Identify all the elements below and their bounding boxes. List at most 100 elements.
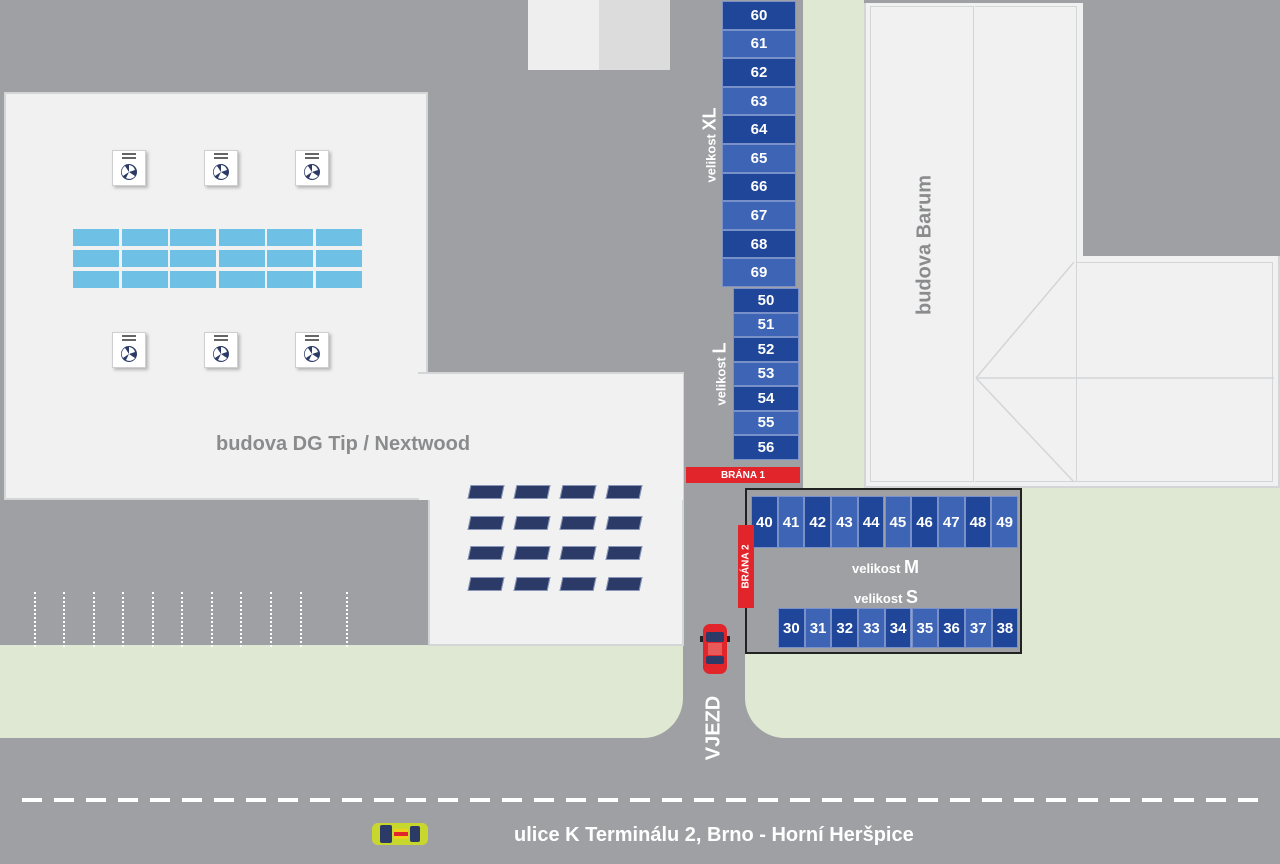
road-dash [374, 798, 394, 802]
solar-panel-icon [605, 515, 643, 530]
barum-roof-lines [975, 261, 1274, 483]
roof-panel [73, 250, 119, 267]
road-dash [662, 798, 682, 802]
parking-spot-38[interactable]: 38 [991, 608, 1019, 648]
roof-panel [315, 250, 362, 267]
solar-panel-icon [559, 485, 597, 499]
size-label-l: velikost L [709, 342, 730, 406]
road-dash [86, 798, 106, 802]
roof-panel [170, 250, 216, 267]
parking-spot-60[interactable]: 60 [722, 1, 796, 30]
solar-panel-icon [605, 576, 643, 591]
road-dash [1142, 798, 1162, 802]
roof-panel [121, 250, 168, 267]
parking-spot-50[interactable]: 50 [733, 288, 799, 313]
parking-spot-54[interactable]: 54 [733, 386, 799, 411]
solar-panel-icon [467, 485, 505, 499]
parking-spot-68[interactable]: 68 [722, 229, 796, 259]
road-dash [470, 798, 490, 802]
road-dash [182, 798, 202, 802]
hvac-unit-icon [295, 332, 329, 368]
parking-spot-40[interactable]: 40 [751, 496, 778, 548]
size-label-m: velikost M [852, 557, 920, 577]
parking-line [270, 592, 272, 647]
parking-spot-63[interactable]: 63 [722, 86, 796, 116]
hvac-unit-icon [295, 150, 329, 186]
small-building-top [528, 0, 670, 70]
road-dash [342, 798, 362, 802]
roof-panel [315, 271, 362, 288]
road-dash [630, 798, 650, 802]
parking-spot-64[interactable]: 64 [722, 115, 796, 144]
road-dash [278, 798, 298, 802]
parking-spot-47[interactable]: 47 [937, 496, 965, 548]
solar-panel-icon [513, 485, 551, 499]
parking-spot-67[interactable]: 67 [722, 201, 796, 230]
road-dash [950, 798, 970, 802]
parking-spot-42[interactable]: 42 [804, 496, 832, 548]
parking-line [122, 592, 124, 647]
parking-spot-61[interactable]: 61 [722, 29, 796, 59]
roof-panel [170, 271, 216, 288]
road-dash [886, 798, 906, 802]
building-barum-label: budova Barum [913, 174, 936, 316]
parking-spot-37[interactable]: 37 [964, 608, 992, 648]
parking-spot-35[interactable]: 35 [911, 608, 939, 648]
road-dash [694, 798, 714, 802]
barum-notch [1083, 0, 1280, 256]
road-dash [758, 798, 778, 802]
parking-spot-44[interactable]: 44 [857, 496, 885, 548]
roof-panel [170, 229, 216, 246]
parking-spot-30[interactable]: 30 [778, 608, 805, 648]
solar-panel-icon [559, 546, 597, 560]
parking-spot-65[interactable]: 65 [722, 144, 796, 173]
parking-spot-52[interactable]: 52 [733, 337, 799, 362]
solar-panel-icon [605, 546, 643, 560]
road-dash [822, 798, 842, 802]
parking-line [181, 592, 183, 647]
road-dash [310, 798, 330, 802]
hvac-unit-icon [112, 332, 146, 368]
roof-panel [315, 229, 362, 246]
parking-line [300, 592, 302, 647]
street-label: ulice K Terminálu 2, Brno - Horní Heršpi… [514, 824, 914, 846]
roof-panel [218, 250, 265, 267]
red-car-icon [700, 624, 730, 674]
parking-spot-31[interactable]: 31 [804, 608, 832, 648]
parking-spot-69[interactable]: 69 [722, 258, 796, 287]
parking-line [211, 592, 213, 647]
parking-spot-56[interactable]: 56 [733, 435, 799, 460]
parking-spot-46[interactable]: 46 [911, 496, 938, 548]
road-dash [502, 798, 522, 802]
entrance-label: VJEZD [702, 695, 725, 761]
road-dash [982, 798, 1002, 802]
parking-spot-51[interactable]: 51 [733, 312, 799, 337]
solar-panel-icon [467, 546, 505, 560]
parking-spot-43[interactable]: 43 [831, 496, 858, 548]
roof-panel [267, 271, 313, 288]
parking-spot-55[interactable]: 55 [733, 410, 799, 435]
parking-spot-36[interactable]: 36 [938, 608, 965, 648]
parking-spot-45[interactable]: 45 [884, 496, 912, 548]
parking-spot-32[interactable]: 32 [831, 608, 859, 648]
parking-spot-49[interactable]: 49 [991, 496, 1018, 548]
parking-spot-66[interactable]: 66 [722, 172, 796, 202]
size-label-s: velikost S [854, 587, 919, 607]
parking-spot-53[interactable]: 53 [733, 361, 799, 386]
parking-line [346, 592, 348, 647]
road-dash [566, 798, 586, 802]
parking-spot-34[interactable]: 34 [884, 608, 912, 648]
road-dash [598, 798, 618, 802]
roof-panel [121, 271, 168, 288]
road-dash [790, 798, 810, 802]
solar-panel-icon [605, 485, 643, 499]
road-dash [1206, 798, 1226, 802]
parking-spot-33[interactable]: 33 [858, 608, 885, 648]
parking-spot-62[interactable]: 62 [722, 58, 796, 87]
road-dash [1110, 798, 1130, 802]
roof-panel [73, 229, 119, 246]
parking-spot-48[interactable]: 48 [964, 496, 992, 548]
parking-line [240, 592, 242, 647]
parking-spot-41[interactable]: 41 [777, 496, 805, 548]
